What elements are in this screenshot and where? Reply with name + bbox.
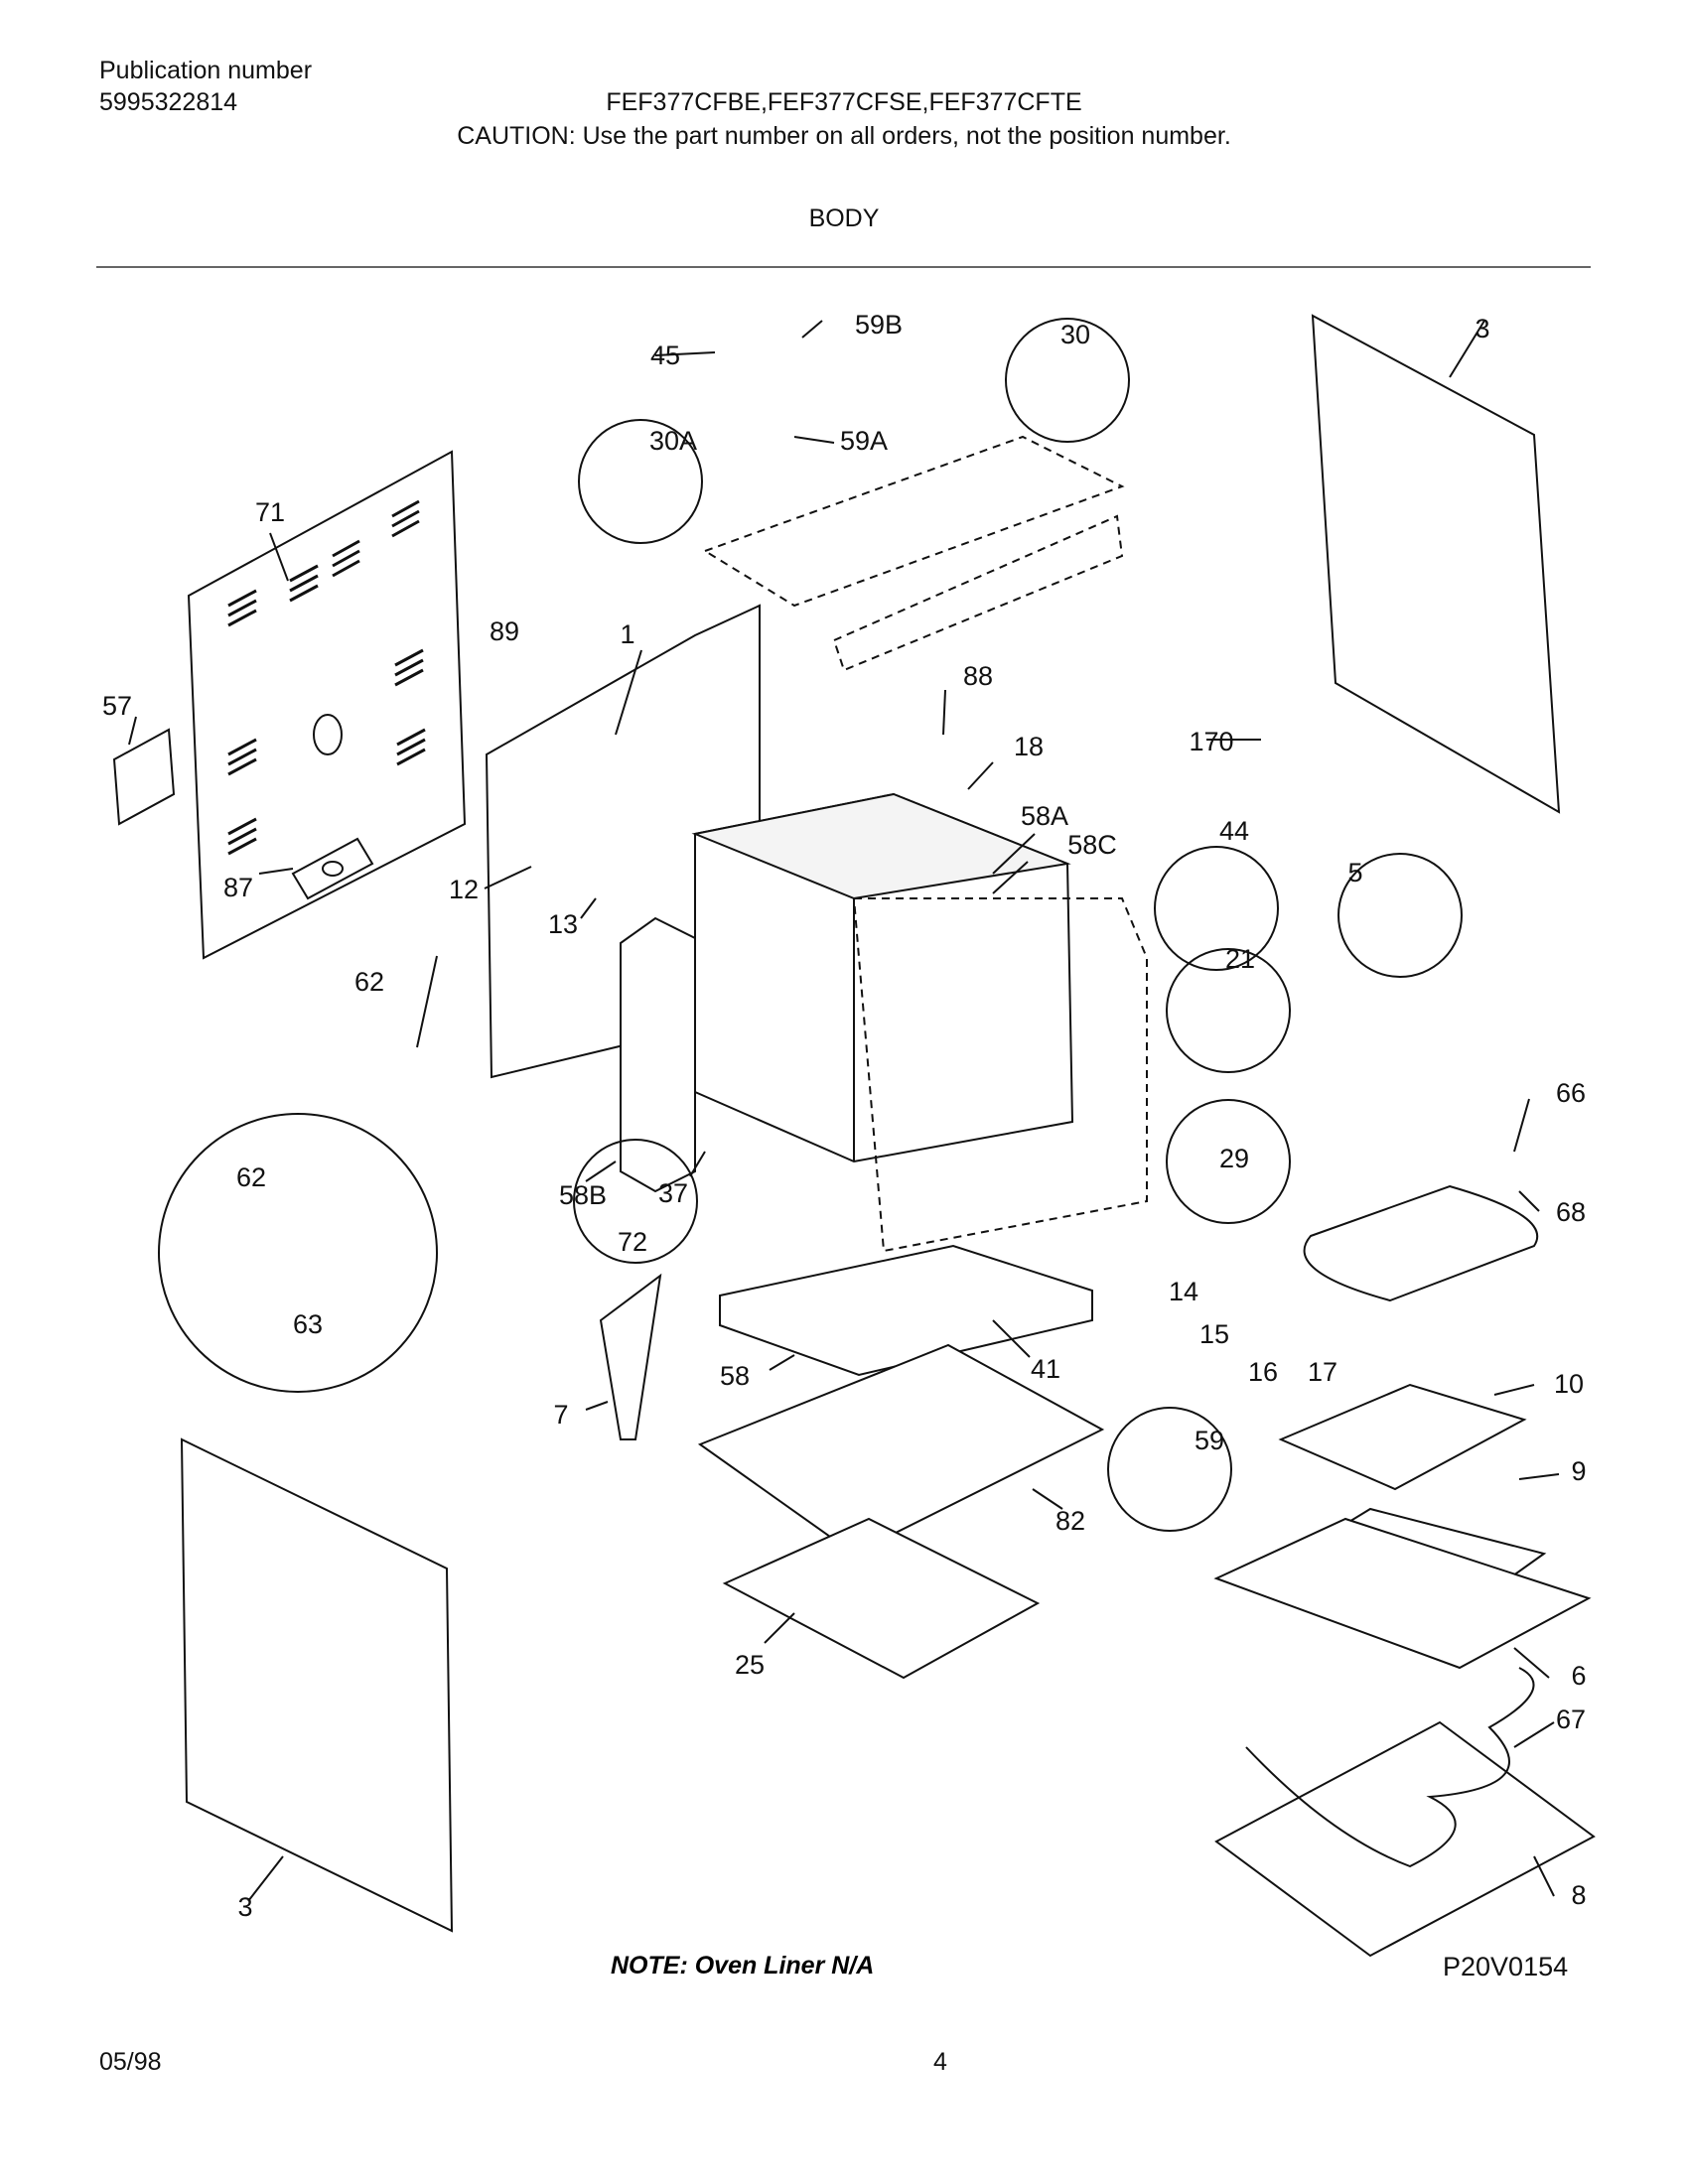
callout-59a: 59A [840, 426, 888, 456]
diagram-code: P20V0154 [1443, 1952, 1568, 1981]
callout-16: 16 [1248, 1357, 1278, 1387]
callout-89: 89 [490, 616, 519, 646]
callout-58a: 58A [1021, 801, 1068, 831]
caution-text: CAUTION: Use the part number on all orde… [457, 122, 1231, 150]
callout-30a: 30A [649, 426, 697, 456]
broil-grid-10 [1278, 1383, 1527, 1491]
callout-3-top: 3 [1475, 314, 1489, 343]
callout-59b: 59B [855, 310, 903, 340]
callout-58c: 58C [1067, 830, 1117, 860]
callout-58b: 58B [559, 1180, 607, 1210]
insulation-58b [620, 916, 696, 1193]
footer-date: 05/98 [99, 2048, 162, 2076]
callout-58: 58 [720, 1361, 750, 1391]
callout-6: 6 [1571, 1661, 1586, 1691]
callout-17: 17 [1308, 1357, 1337, 1387]
callout-1: 1 [620, 619, 634, 649]
oven-liner-note: NOTE: Oven Liner N/A [611, 1952, 874, 1979]
bottom-panel-82 [697, 1343, 1105, 1556]
callout-41: 41 [1031, 1354, 1060, 1384]
callout-13: 13 [548, 909, 578, 939]
callout-8: 8 [1571, 1880, 1586, 1910]
callout-30: 30 [1060, 320, 1090, 349]
part-57 [112, 728, 176, 826]
publication-number: 5995322814 [99, 88, 238, 116]
insulation-58 [719, 1244, 1093, 1377]
callout-5: 5 [1347, 858, 1362, 887]
callout-62-top: 62 [354, 967, 384, 997]
callout-3-bottom: 3 [237, 1892, 252, 1922]
callout-68: 68 [1556, 1197, 1586, 1227]
oven-rack-6 [1213, 1517, 1592, 1670]
callout-62-detail: 62 [236, 1162, 266, 1192]
callout-57: 57 [102, 691, 132, 721]
callout-14: 14 [1169, 1277, 1198, 1306]
callout-170: 170 [1189, 727, 1233, 756]
callout-12: 12 [449, 875, 479, 904]
callout-37: 37 [658, 1178, 688, 1208]
hinge-7 [599, 1273, 662, 1440]
callout-59: 59 [1195, 1426, 1224, 1455]
pan-25 [722, 1517, 1041, 1680]
callout-44: 44 [1219, 816, 1249, 846]
back-panel-71 [187, 450, 467, 960]
callout-7: 7 [553, 1400, 568, 1430]
callout-29: 29 [1219, 1144, 1249, 1173]
section-title: BODY [808, 205, 880, 232]
callout-67: 67 [1556, 1705, 1586, 1734]
side-panel-3-right [1311, 314, 1561, 814]
callout-10: 10 [1554, 1369, 1584, 1399]
callout-82: 82 [1055, 1506, 1085, 1536]
callout-87: 87 [223, 873, 253, 902]
callout-18: 18 [1014, 732, 1044, 761]
callout-71: 71 [255, 497, 285, 527]
broil-element-66 [1303, 1184, 1539, 1302]
header-divider [96, 266, 1591, 268]
model-numbers: FEF377CFBE,FEF377CFSE,FEF377CFTE [606, 88, 1082, 116]
bottom-cover-8 [1214, 1720, 1596, 1958]
callout-66: 66 [1556, 1078, 1586, 1108]
callout-72: 72 [618, 1227, 647, 1257]
callout-45: 45 [650, 341, 680, 370]
publication-label: Publication number [99, 57, 313, 84]
bake-element-67 [1245, 1667, 1535, 1868]
callout-21: 21 [1225, 944, 1255, 974]
callout-9: 9 [1571, 1456, 1586, 1486]
callout-88: 88 [963, 661, 993, 691]
callout-15: 15 [1199, 1319, 1229, 1349]
side-panel-3-left [180, 1437, 454, 1933]
page-number: 4 [933, 2048, 947, 2076]
callout-63: 63 [293, 1309, 323, 1339]
callout-25: 25 [735, 1650, 765, 1680]
